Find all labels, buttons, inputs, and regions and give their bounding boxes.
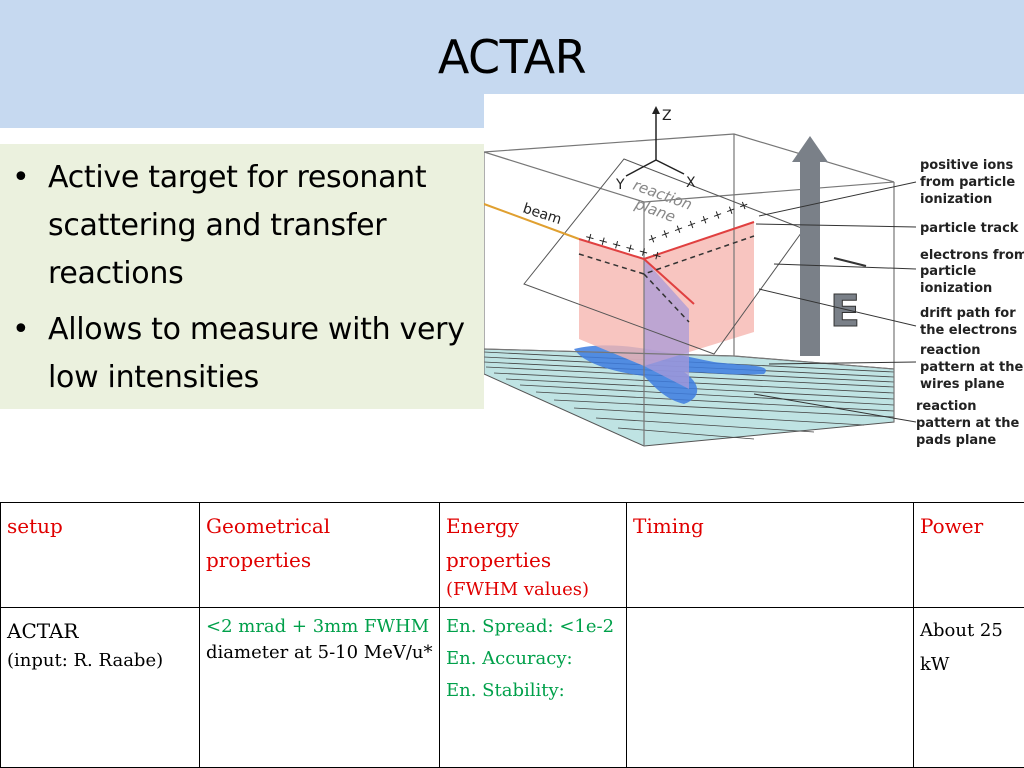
annotation-leaders [753,181,917,423]
particle-track [578,221,755,305]
header-setup: setup [0,502,200,608]
field-arrow-icon [792,136,828,356]
annotation-positive-ions-2: from particle [920,175,1015,190]
bullet-dot-icon: • [12,160,30,195]
annotation-electrons-1: electrons from [920,248,1024,263]
annotation-pads-2: pattern at the [916,416,1019,431]
cell-geometrical: <2 mrad + 3mm FWHM diameter at 5-10 MeV/… [199,607,440,768]
bullet-dot-icon: • [12,312,30,347]
annotation-labels: positive ions from particle ionization p… [916,158,1024,448]
table-row: ACTAR (input: R. Raabe) <2 mrad + 3mm FW… [0,607,1024,768]
slide-title: ACTAR [437,30,587,84]
field-vector-bar [833,257,867,267]
dashed-track [578,235,755,323]
cell-energy-spread: En. Spread: <1e-2 [446,616,615,637]
cell-geom-highlight: <2 mrad + 3mm FWHM [206,616,430,637]
annotation-particle-track: particle track [920,221,1019,236]
annotation-drift-1: drift path for [920,306,1016,321]
annotation-electrons-2: particle [920,264,976,279]
header-timing: Timing [626,502,914,608]
annotation-wires-1: reaction [920,343,981,358]
reaction-plane-left [579,239,644,366]
properties-table: setup Geometrical properties Energy prop… [0,502,1024,768]
drift-region [644,259,689,389]
cell-energy-stability: En. Stability: [446,680,565,701]
bullet-item: • Active target for resonant scattering a… [10,154,484,298]
bullet-text: Allows to measure with very low intensit… [48,312,465,395]
chamber-box [484,133,895,446]
axis-z-label: Z [662,108,672,124]
cell-setup-note: (input: R. Raabe) [7,650,164,671]
header-power: Power [913,502,1024,608]
beam-label: beam [521,201,564,228]
annotation-pads-3: pads plane [916,433,996,448]
header-energy-note: (FWHM values) [446,579,590,600]
cell-power: About 25 kW [913,607,1024,768]
header-energy-title: Energy properties [446,514,552,572]
axis-y-label: Y [615,177,625,193]
cell-energy: En. Spread: <1e-2 En. Accuracy: En. Stab… [439,607,627,768]
cell-energy-accuracy: En. Accuracy: [446,648,573,669]
cell-geom-rest: diameter at 5-10 MeV/u* [206,642,433,663]
annotation-electrons-3: ionization [920,281,992,296]
annotation-pads-1: reaction [916,399,977,414]
annotation-positive-ions-1: positive ions [920,158,1014,173]
bullet-list: • Active target for resonant scattering a… [0,144,484,402]
annotation-drift-2: the electrons [920,323,1017,338]
actar-diagram: beam + + + + + + + + + + + + + + reactio… [484,94,1024,454]
header-geometrical: Geometrical properties [199,502,440,608]
annotation-wires-2: pattern at the [920,360,1023,375]
annotation-positive-ions-3: ionization [920,192,992,207]
z-arrow-icon [652,106,660,114]
bullet-text: Active target for resonant scattering an… [48,160,427,291]
table-header-row: setup Geometrical properties Energy prop… [0,502,1024,608]
bullet-box: • Active target for resonant scattering a… [0,144,484,409]
cell-timing [626,607,914,768]
actar-diagram-svg: beam + + + + + + + + + + + + + + reactio… [484,106,1024,448]
beam-line [484,203,580,240]
axes [625,112,685,177]
cell-setup-name: ACTAR [7,619,79,643]
cell-setup: ACTAR (input: R. Raabe) [0,607,200,768]
annotation-wires-3: wires plane [920,377,1005,392]
bullet-item: • Allows to measure with very low intensi… [10,306,484,402]
axis-x-label: X [686,175,696,191]
header-energy: Energy properties (FWHM values) [439,502,627,608]
